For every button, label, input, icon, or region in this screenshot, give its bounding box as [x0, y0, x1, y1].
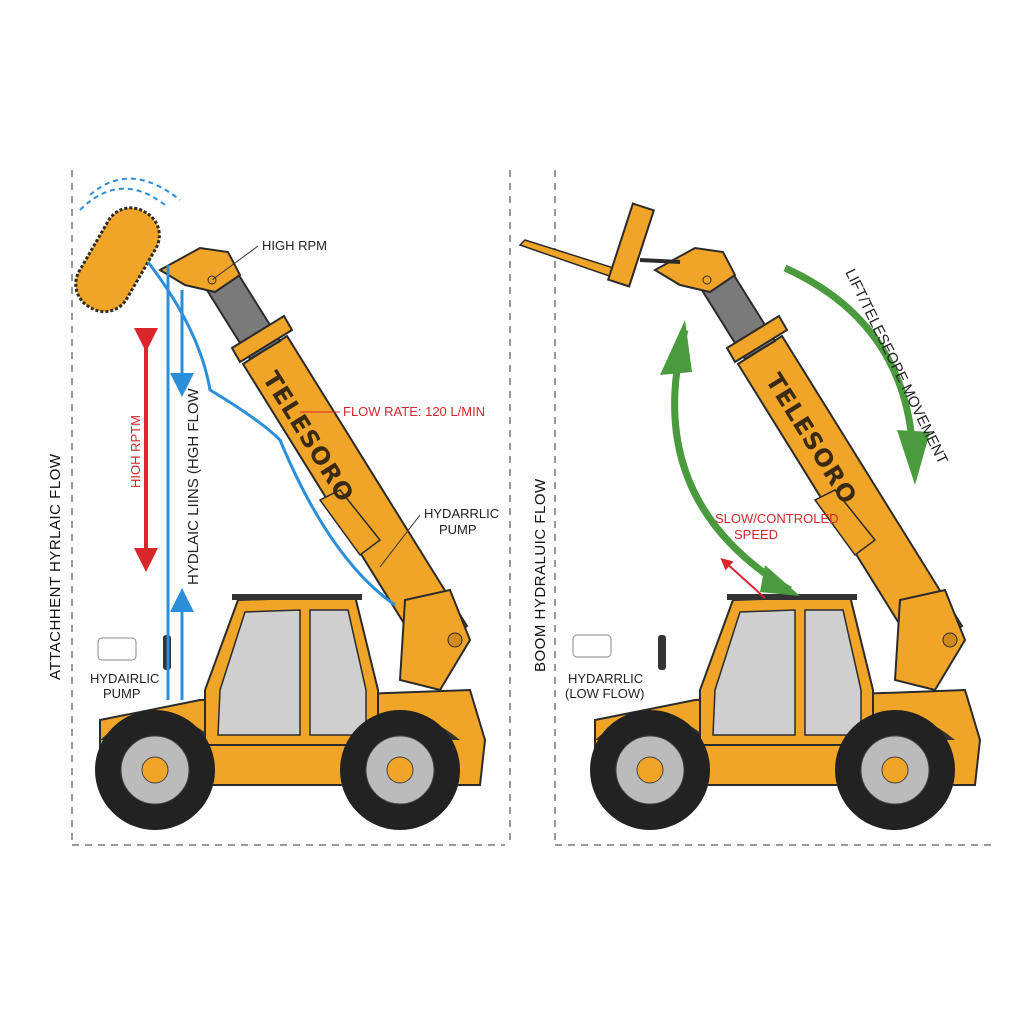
rotation-icon — [79, 177, 181, 211]
panel-title: ATTACHHENT HYRLAIC FLOW — [47, 453, 64, 680]
telehandler — [590, 248, 980, 830]
high-rpm-label: HIGH RPM — [262, 238, 327, 253]
panel-title: BOOM HYDRALUIC FLOW — [532, 478, 549, 672]
left-panel: TELESORO HIOH RPTM HYDLAIC LIINS (HGH FL… — [47, 170, 511, 846]
fork-attachment — [518, 202, 681, 288]
range-label: HIOH RPTM — [128, 415, 143, 488]
movement-label: LIFT/TELESEOPE MOVEMENT — [841, 266, 951, 467]
pump-icon — [97, 637, 137, 661]
flow-rate-label: FLOW RATE: 120 L/MIN — [343, 404, 485, 419]
speed-arrow — [720, 557, 766, 599]
lines-label: HYDLAIC LIINS (HGH FLOW — [185, 387, 202, 585]
telehandler — [95, 248, 485, 830]
saw-attachment — [74, 177, 181, 314]
pump-icon — [572, 634, 612, 658]
telescope-arrow — [783, 264, 916, 441]
hydraulic-line — [146, 261, 396, 700]
pump-label: HYDARRLIC(LOW FLOW) — [565, 671, 644, 701]
